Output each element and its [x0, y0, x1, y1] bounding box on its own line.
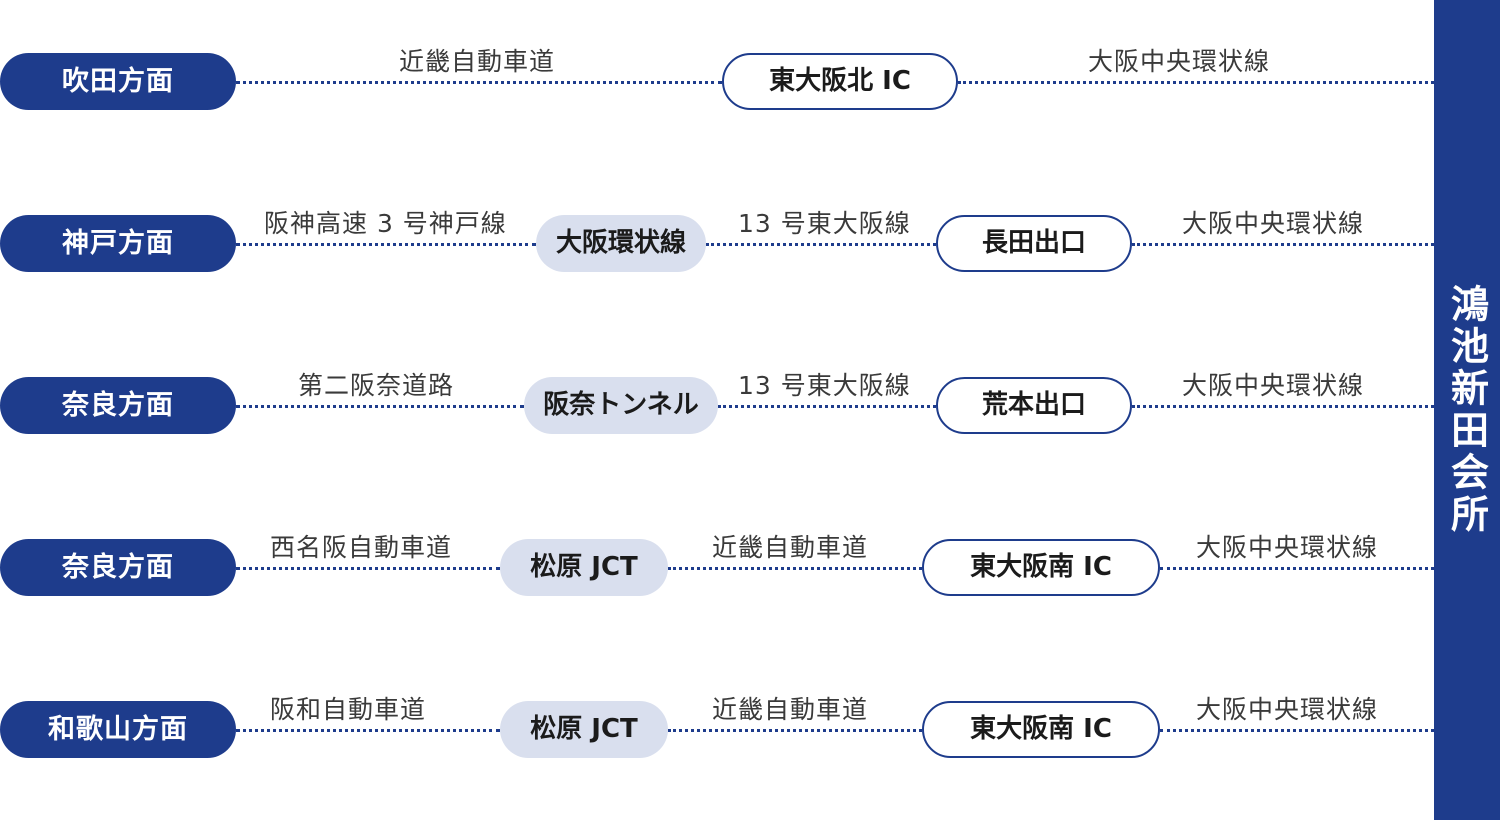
junction-node: 大阪環状線 — [536, 215, 706, 272]
road-segment: 13 号東大阪線 — [718, 371, 936, 408]
road-segment: 大阪中央環状線 — [1160, 695, 1434, 732]
origin-node: 和歌山方面 — [0, 701, 236, 758]
origin-node: 奈良方面 — [0, 377, 236, 434]
junction-node: 松原 JCT — [500, 539, 668, 596]
road-label: 西名阪自動車道 — [270, 533, 453, 562]
origin-node: 神戸方面 — [0, 215, 236, 272]
road-label: 13 号東大阪線 — [738, 209, 911, 238]
road-segment: 大阪中央環状線 — [1132, 209, 1434, 246]
origin-node: 奈良方面 — [0, 539, 236, 596]
junction-node: 松原 JCT — [500, 701, 668, 758]
road-label: 大阪中央環状線 — [1196, 533, 1379, 562]
road-segment: 近畿自動車道 — [236, 47, 722, 84]
road-label: 大阪中央環状線 — [1182, 371, 1365, 400]
road-label: 近畿自動車道 — [399, 47, 556, 76]
route-row: 第二阪奈道路 13 号東大阪線 大阪中央環状線 奈良方面 阪奈トンネル 荒本出口 — [0, 371, 1434, 436]
road-segment: 大阪中央環状線 — [1132, 371, 1434, 408]
junction-node: 阪奈トンネル — [524, 377, 718, 434]
route-row: 西名阪自動車道 近畿自動車道 大阪中央環状線 奈良方面 松原 JCT 東大阪南 … — [0, 533, 1434, 598]
road-label: 近畿自動車道 — [712, 533, 869, 562]
origin-node: 吹田方面 — [0, 53, 236, 110]
road-label: 13 号東大阪線 — [738, 371, 911, 400]
route-row: 阪神高速 3 号神戸線 13 号東大阪線 大阪中央環状線 神戸方面 大阪環状線 … — [0, 209, 1434, 274]
route-row: 阪和自動車道 近畿自動車道 大阪中央環状線 和歌山方面 松原 JCT 東大阪南 … — [0, 695, 1434, 760]
exit-node: 東大阪南 IC — [922, 701, 1160, 758]
road-label: 第二阪奈道路 — [298, 371, 455, 400]
destination-label: 鴻池新田会所 — [1444, 284, 1489, 536]
road-segment: 13 号東大阪線 — [706, 209, 936, 246]
exit-node: 東大阪北 IC — [722, 53, 958, 110]
road-segment: 阪和自動車道 — [236, 695, 500, 732]
road-label: 近畿自動車道 — [712, 695, 869, 724]
road-label: 阪神高速 3 号神戸線 — [264, 209, 507, 238]
road-segment: 近畿自動車道 — [668, 533, 922, 570]
exit-node: 東大阪南 IC — [922, 539, 1160, 596]
exit-node: 荒本出口 — [936, 377, 1132, 434]
road-segment: 第二阪奈道路 — [236, 371, 524, 408]
road-segment: 西名阪自動車道 — [236, 533, 500, 570]
road-label: 大阪中央環状線 — [1182, 209, 1365, 238]
road-segment: 大阪中央環状線 — [958, 47, 1434, 84]
route-row: 近畿自動車道 大阪中央環状線 吹田方面 東大阪北 IC — [0, 47, 1434, 112]
road-label: 大阪中央環状線 — [1196, 695, 1379, 724]
road-segment: 大阪中央環状線 — [1160, 533, 1434, 570]
road-segment: 近畿自動車道 — [668, 695, 922, 732]
exit-node: 長田出口 — [936, 215, 1132, 272]
road-label: 大阪中央環状線 — [1088, 47, 1271, 76]
road-label: 阪和自動車道 — [270, 695, 427, 724]
road-segment: 阪神高速 3 号神戸線 — [236, 209, 536, 246]
destination-bar: 鴻池新田会所 — [1434, 0, 1500, 820]
